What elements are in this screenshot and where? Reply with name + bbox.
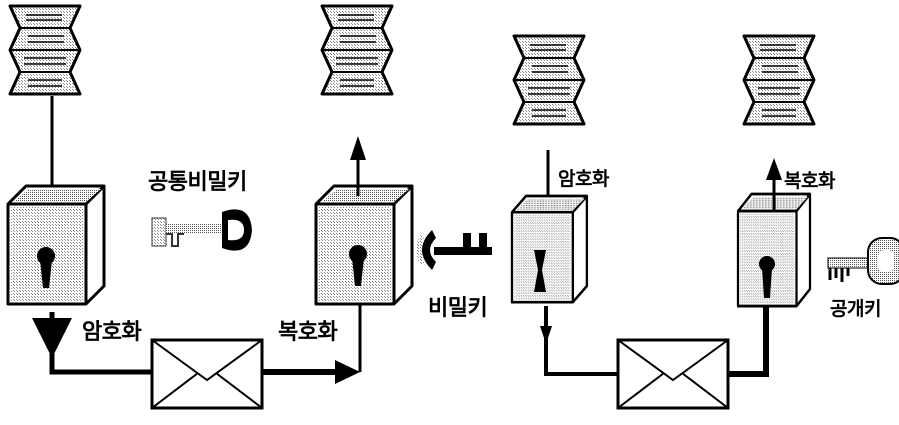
- envelope-icon: [150, 338, 264, 410]
- keyhole-icon: [759, 256, 775, 298]
- left-diagram: [6, 4, 492, 410]
- unlock-box-icon: [314, 184, 414, 306]
- public-key-icon: [827, 237, 899, 285]
- unlock-box-icon-2: [736, 192, 812, 308]
- right-diagram: [510, 34, 899, 410]
- shared-secret-key-label: 공통비밀키: [148, 170, 247, 195]
- plaintext-document-icon-2: [512, 34, 586, 126]
- private-key-icon: [416, 230, 492, 270]
- decrypt-label-left: 복호화: [278, 320, 338, 345]
- lock-box-icon-2: [510, 194, 589, 304]
- encrypt-label-right: 암호화: [558, 168, 609, 190]
- lock-box-icon: [6, 184, 106, 306]
- private-key-label: 비밀키: [428, 296, 488, 321]
- encrypt-label-left: 암호화: [82, 320, 142, 345]
- decrypt-label-right: 복호화: [784, 170, 835, 192]
- arrowhead-right: [335, 360, 360, 384]
- shared-secret-key-icon: [151, 209, 252, 251]
- keyhole-icon: [534, 250, 546, 292]
- envelope-icon-2: [616, 338, 730, 410]
- transmit-line-4: [728, 300, 769, 377]
- decrypted-document-icon-2: [742, 34, 816, 126]
- plaintext-document-icon: [8, 4, 82, 96]
- decrypted-document-icon: [320, 4, 394, 96]
- public-key-label: 공개키: [830, 298, 881, 320]
- keyhole-icon: [37, 247, 55, 288]
- keyhole-icon: [349, 245, 367, 286]
- transmit-line-3: [544, 306, 618, 376]
